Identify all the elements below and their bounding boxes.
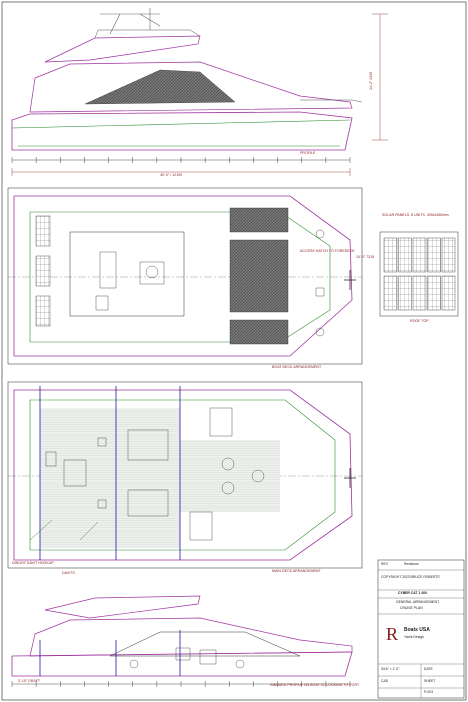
beam-dimension: 24'-0" 7315	[356, 255, 375, 259]
roof-solar-panel	[398, 275, 412, 311]
tb-revisions: Revisions	[404, 562, 419, 566]
roof-solar-panel	[412, 237, 427, 273]
davit-note: DAVITS	[62, 571, 75, 575]
profile-label: PROFILE	[300, 151, 316, 155]
roof-solar-panel	[427, 237, 441, 273]
roof-solar-panel	[441, 237, 456, 273]
tb-date-label: DATE	[424, 667, 433, 671]
roof-solar-panel	[412, 275, 427, 311]
roof-solar-panel	[398, 237, 412, 273]
tb-company: Boats USA	[404, 627, 430, 633]
hatch-note: ACCESS HATCH TO FOREDECK	[300, 249, 355, 253]
tb-sheet-label: SHEET	[424, 679, 436, 683]
company-logo-mark: R	[386, 624, 398, 644]
tb-scale: 3/16" = 1'-0"	[381, 667, 400, 671]
main-deck-view	[7, 381, 363, 569]
tb-subtitle-1: GENERAL ARRANGEMENT	[396, 600, 440, 604]
roof-solar-panel	[383, 275, 398, 311]
overall-length-dimension: 40'-0" / 12190	[160, 173, 183, 177]
tb-project: CYBER CAT 1 400	[398, 591, 427, 595]
tb-rev-label: REV	[381, 562, 388, 566]
dinghy-note: DINGHY DAVIT HOOKUP	[12, 561, 54, 565]
solar-note: SOLAR PANELS, 8 UNITS, 305x1650mm	[382, 213, 449, 217]
tb-company-line2: Yacht Design	[404, 635, 424, 639]
profile-view	[11, 8, 388, 161]
inboard-profile-view	[11, 595, 353, 685]
draft-note: 3'-10" DRAFT	[18, 679, 41, 683]
tb-subtitle-2: CRUISE PLAN	[400, 606, 423, 610]
boat-deck-label: BOAT DECK ARRANGEMENT	[272, 365, 322, 369]
tb-copyright: COPYRIGHT 2023 BRUCE ROBERTS	[381, 575, 440, 579]
roof-solar-panel	[441, 275, 456, 311]
roof-top-view	[379, 231, 459, 317]
roof-top-label: ROOF TOP	[410, 319, 429, 323]
inboard-stations	[11, 681, 351, 687]
tb-drawing-number: P-003	[424, 690, 434, 694]
overall-height-dimension: 14'-2" 4320	[369, 71, 373, 90]
title-block: R	[377, 559, 465, 699]
roof-solar-panel	[383, 237, 398, 273]
inboard-profile-label: INBOARD PROFILE ON BOAT CL LOOKING TO PO…	[270, 683, 360, 687]
boat-deck-view	[7, 187, 363, 365]
roof-solar-panel	[427, 275, 441, 311]
tb-cad-label: CAD	[381, 679, 389, 683]
main-deck-label: MAIN DECK ARRANGEMENT	[272, 569, 321, 573]
profile-stations	[11, 157, 351, 163]
